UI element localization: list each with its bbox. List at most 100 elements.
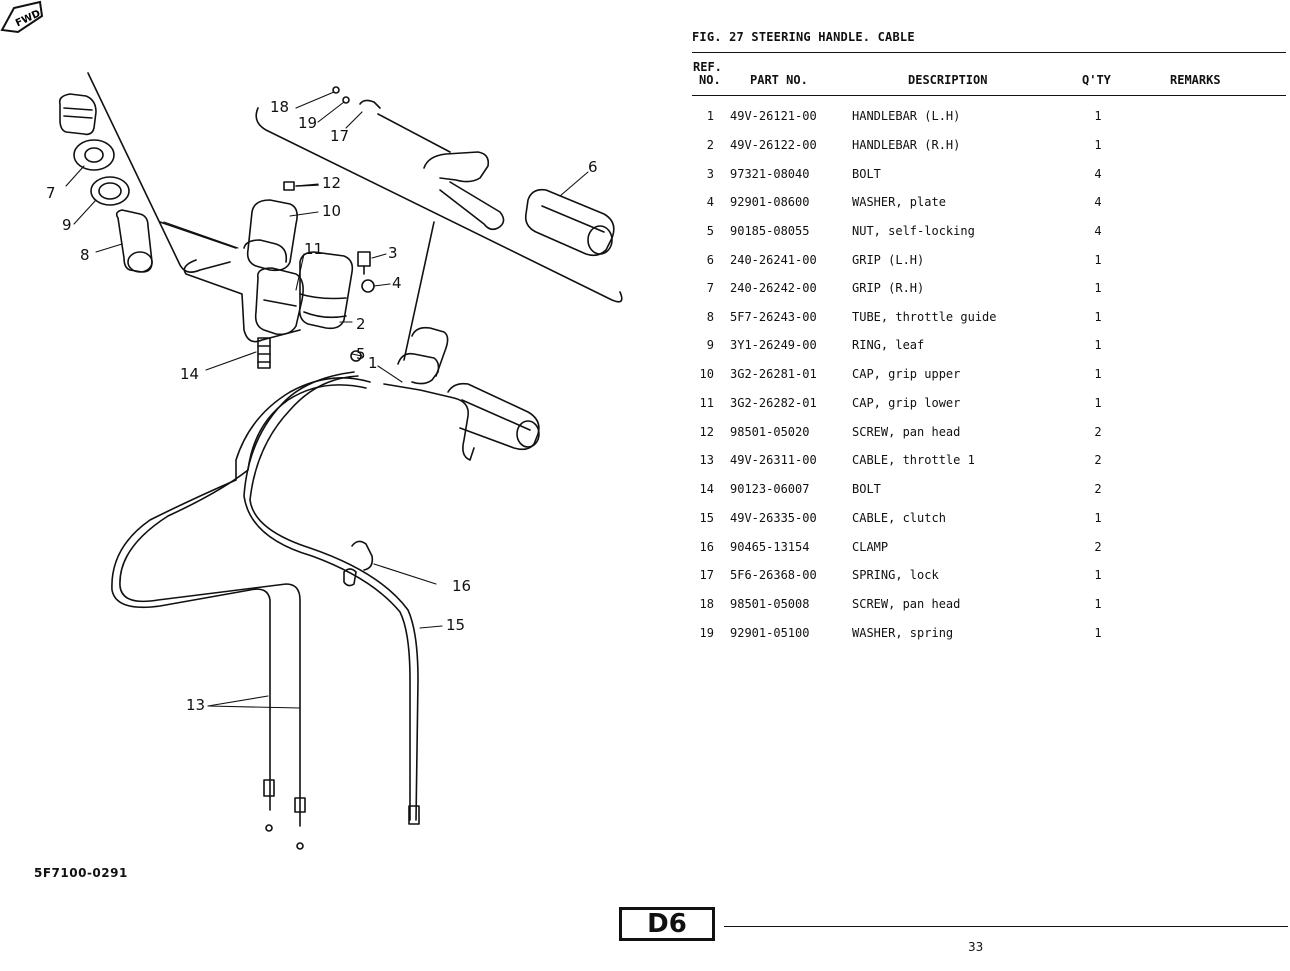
header-ref-line2: NO. [699,73,721,87]
callout-12: 12 [322,174,342,192]
part-no: 92901-05100 [730,626,810,640]
part-no: 5F6-26368-00 [730,568,817,582]
description: NUT, self-locking [852,224,975,238]
ref-no: 19 [699,626,714,640]
part-no: 49V-26335-00 [730,511,817,525]
description: CLAMP [852,540,889,554]
callout-5: 5 [356,345,366,363]
ref-no: 3 [706,167,714,181]
part-no: 3G2-26282-01 [730,396,817,410]
ref-no: 13 [699,453,714,467]
callout-6: 6 [588,158,598,176]
qty: 2 [1094,482,1102,496]
header-rule [692,95,1286,96]
clutch-cable-15 [249,375,419,821]
callout-17: 17 [330,127,350,145]
throttle-cable-13 [111,377,371,811]
qty: 1 [1094,281,1102,295]
title-rule [692,52,1286,53]
header-description: DESCRIPTION [908,73,988,87]
ref-no: 2 [706,138,714,152]
handlebar-outline [87,72,231,273]
cable-upper-line [403,221,435,361]
qty: 4 [1094,224,1102,238]
table-row: 11 3G2-26282-01 CAP, grip lower 1 [692,396,1286,416]
description: GRIP (L.H) [852,253,925,267]
description: CABLE, clutch [852,511,946,525]
part-no: 98501-05008 [730,597,810,611]
figure-title: FIG. 27 STEERING HANDLE. CABLE [692,30,915,44]
description: HANDLEBAR (L.H) [852,109,961,123]
callout-2: 2 [356,315,366,333]
qty: 1 [1094,138,1102,152]
part-no: 5F7-26243-00 [730,310,817,324]
header-ref-line1: REF. [693,60,722,74]
part-no: 3Y1-26249-00 [730,338,817,352]
description: TUBE, throttle guide [852,310,997,324]
qty: 4 [1094,195,1102,209]
qty: 1 [1094,396,1102,410]
ref-no: 12 [699,425,714,439]
callout-7: 7 [46,184,56,202]
part-no: 3G2-26281-01 [730,367,817,381]
right-lever-and-grip [332,86,615,257]
lower-grip-assembly [383,326,540,461]
ref-no: 15 [699,511,714,525]
qty: 1 [1094,597,1102,611]
ref-no: 6 [706,253,714,267]
qty: 2 [1094,540,1102,554]
callout-14: 14 [180,365,200,383]
qty: 1 [1094,310,1102,324]
description: SPRING, lock [852,568,939,582]
page-number: 33 [968,940,984,954]
ref-no: 9 [706,338,714,352]
description: WASHER, plate [852,195,946,209]
ref-no: 1 [706,109,714,123]
description: CABLE, throttle 1 [852,453,975,467]
callout-1: 1 [368,354,378,372]
callout-8: 8 [80,246,90,264]
callout-15: 15 [446,616,466,634]
ref-no: 10 [699,367,714,381]
ref-no: 8 [706,310,714,324]
header-part-no: PART NO. [750,73,808,87]
callout-4: 4 [392,274,402,292]
ref-no: 7 [706,281,714,295]
table-row: 8 5F7-26243-00 TUBE, throttle guide 1 [692,310,1286,330]
qty: 2 [1094,425,1102,439]
footer-rule [724,926,1288,927]
ref-no: 14 [699,482,714,496]
exploded-parts-diagram: 7 9 8 18 19 17 6 12 10 11 3 4 2 5 1 14 1… [0,0,640,971]
qty: 4 [1094,167,1102,181]
ref-no: 16 [699,540,714,554]
header-remarks: REMARKS [1170,73,1221,87]
ref-no: 4 [706,195,714,209]
part-no: 240-26242-00 [730,281,817,295]
page-code-box: D6 [619,907,715,941]
left-grip-parts [58,93,153,273]
diagram-drawing [58,72,623,850]
ref-no: 11 [699,396,714,410]
description: HANDLEBAR (R.H) [852,138,961,152]
description: WASHER, spring [852,626,954,640]
ref-no: 5 [706,224,714,238]
description: CAP, grip lower [852,396,961,410]
leader-lines [65,91,589,709]
clamp-16 [351,540,374,571]
description: BOLT [852,482,881,496]
